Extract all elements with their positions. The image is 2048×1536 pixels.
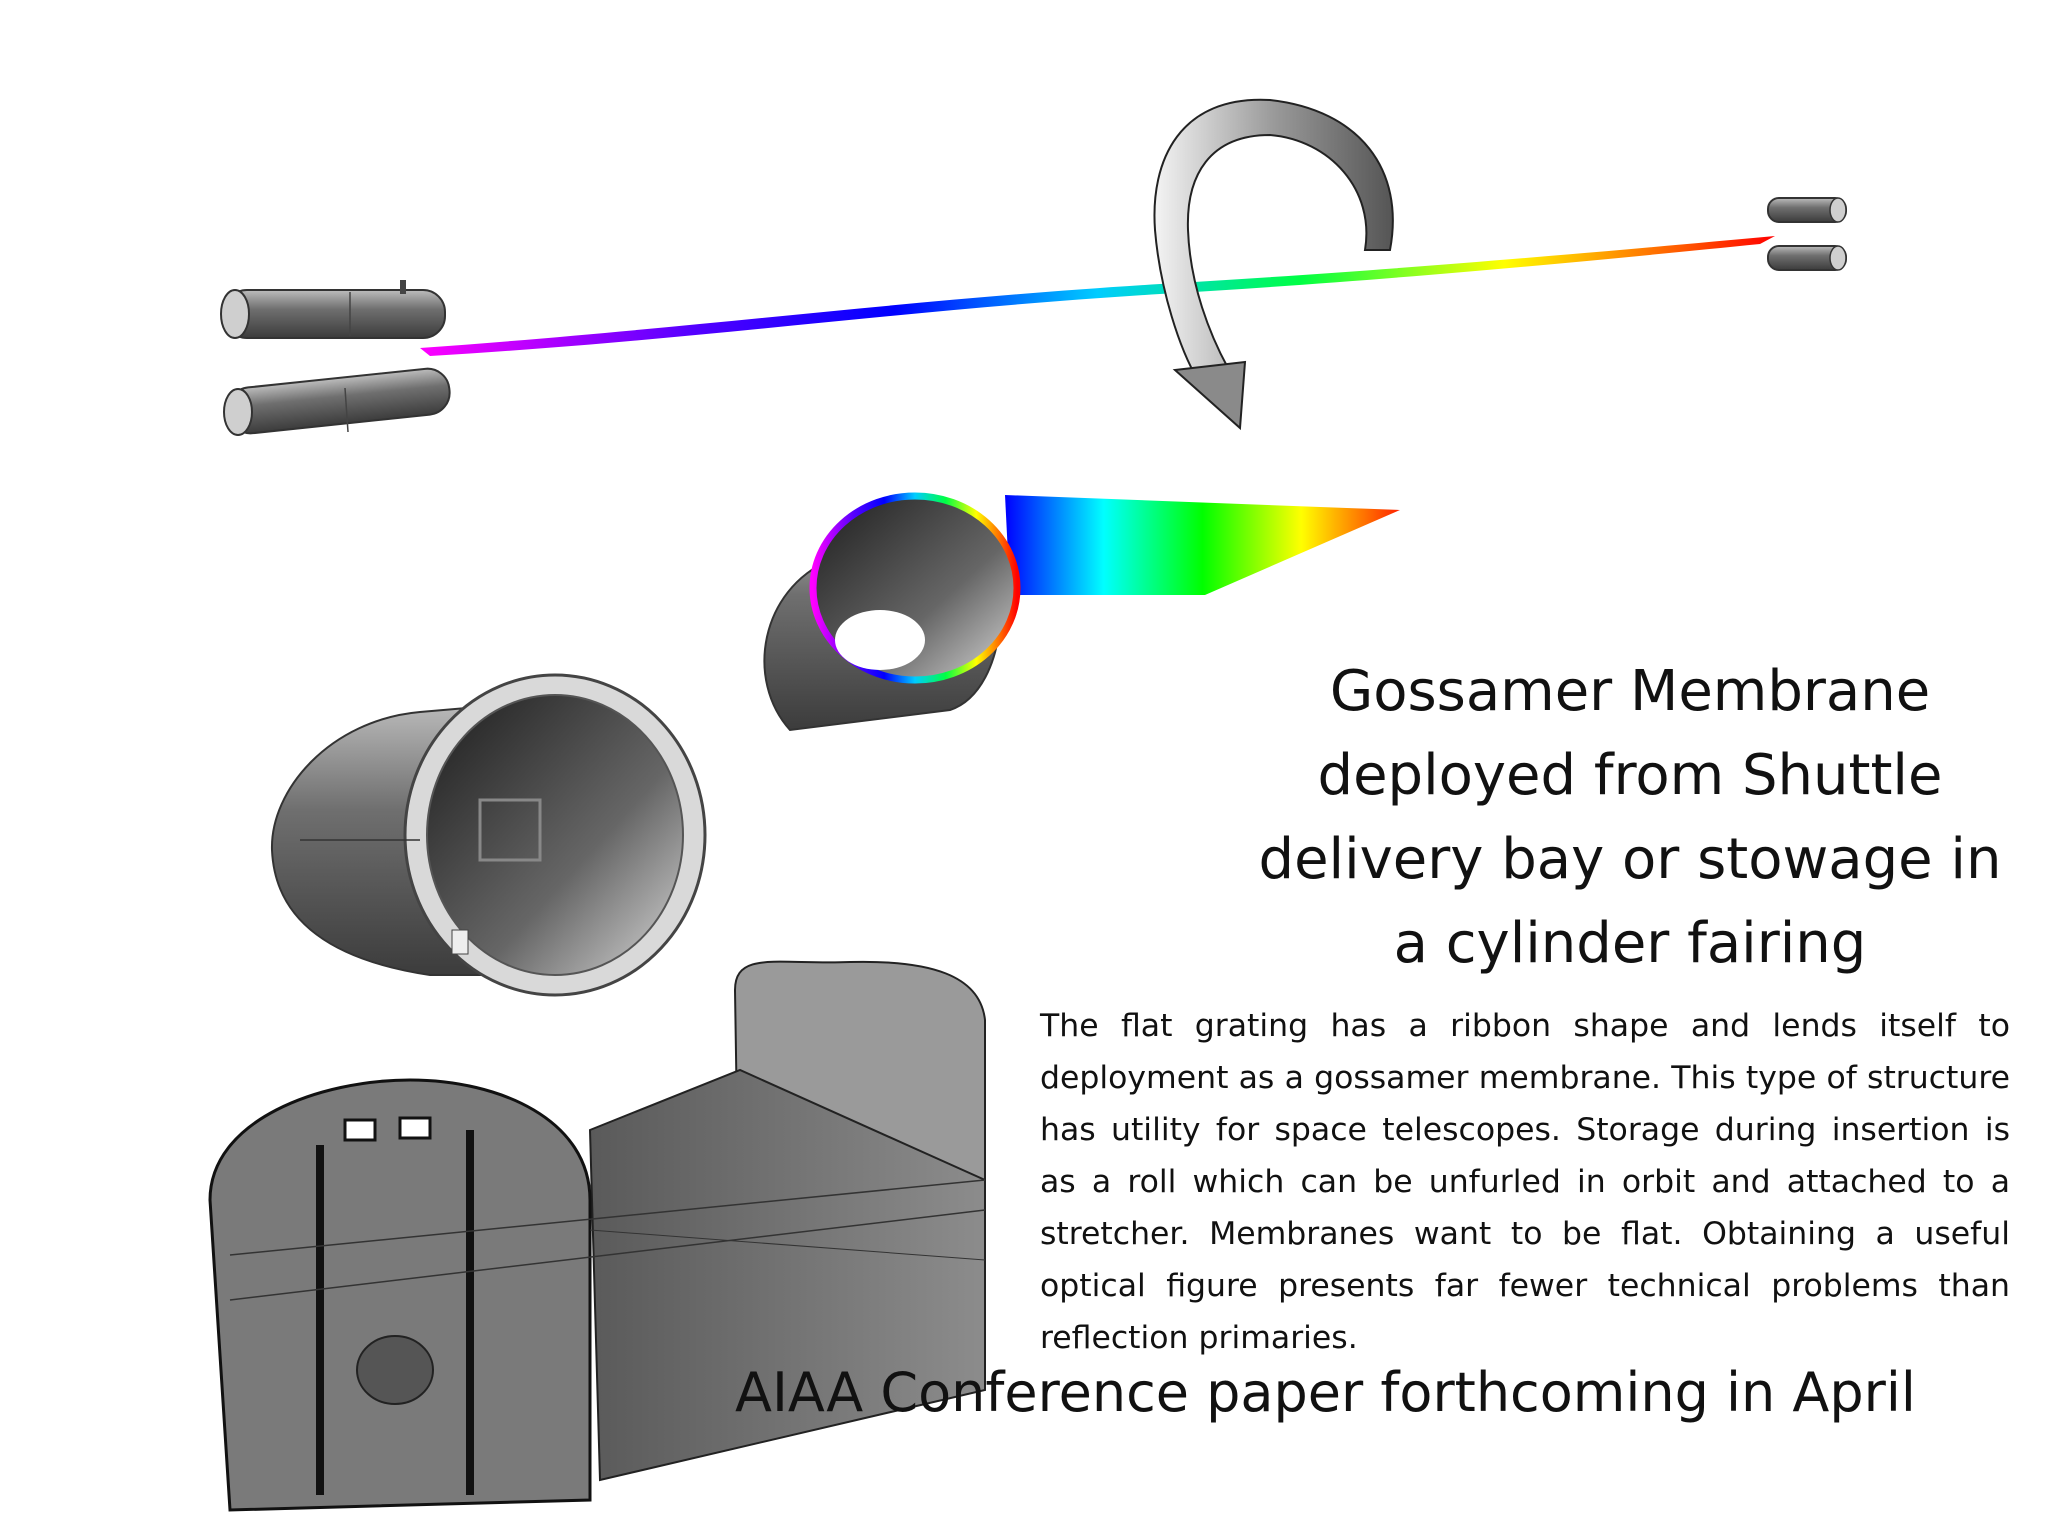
right-roller-upper: [1767, 197, 1847, 223]
shuttle-delivery-bay: [208, 960, 986, 1512]
title-line: Gossamer Membrane: [1329, 659, 1931, 724]
description-paragraph: The flat grating has a ribbon shape and …: [1040, 1008, 2010, 1356]
right-roller-lower: [1767, 245, 1847, 271]
small-cylinder-with-ribbon: [763, 492, 1400, 732]
left-roller-upper: [220, 280, 446, 339]
conference-note: AIAA Conference paper forthcoming in Apr…: [735, 1361, 1916, 1424]
title-line: delivery bay or stowage in: [1258, 827, 2002, 892]
rotation-arrow: [1153, 98, 1394, 431]
title-line: a cylinder fairing: [1393, 911, 1867, 976]
large-cylinder-fairing: [270, 673, 707, 997]
title-line: deployed from Shuttle: [1317, 743, 1943, 808]
left-roller-lower: [223, 367, 451, 436]
main-title: Gossamer Membrane deployed from Shuttle …: [1130, 650, 2048, 986]
spectral-ribbon: [420, 236, 1775, 356]
